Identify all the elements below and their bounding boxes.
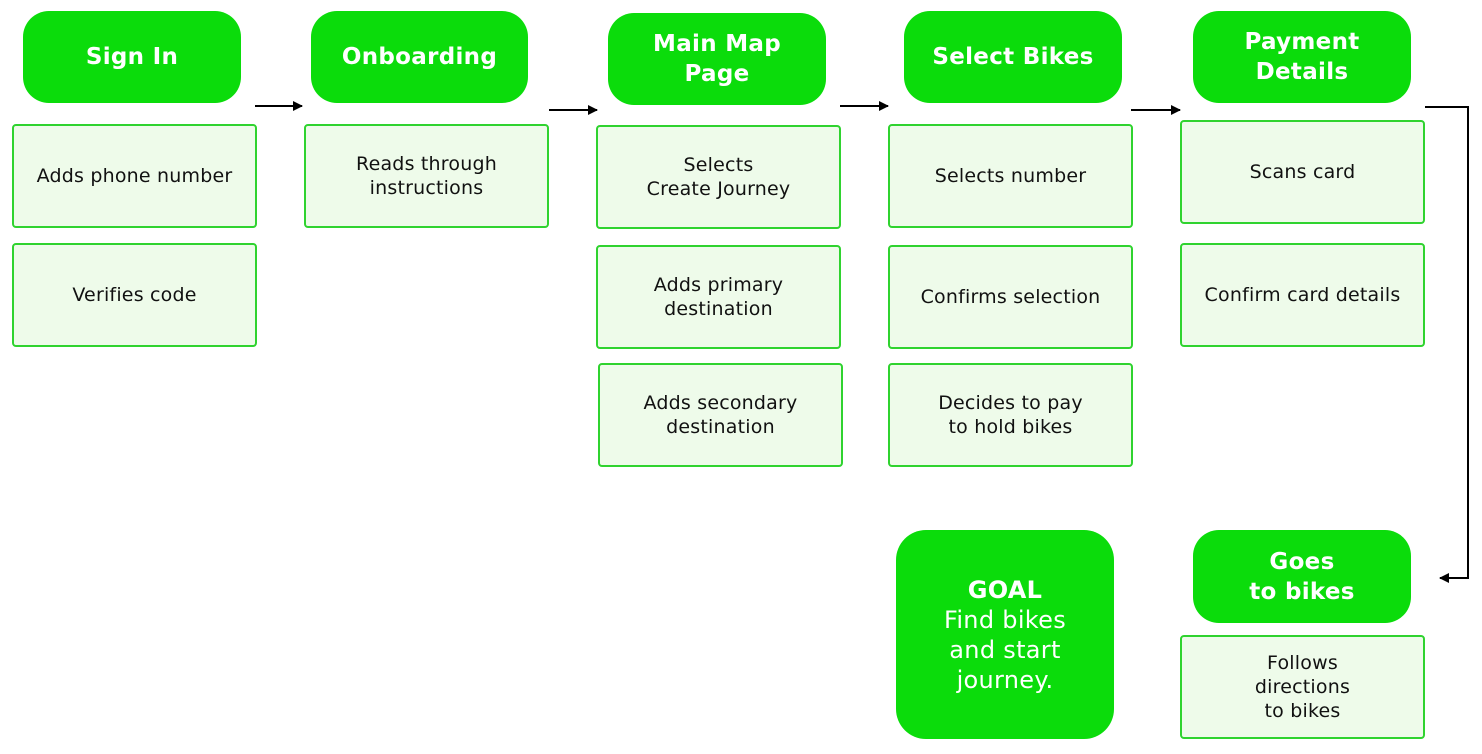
step-adds-phone-number: Adds phone number: [12, 124, 257, 228]
stage-goes-to-bikes: Goes to bikes: [1193, 530, 1411, 623]
step-adds-primary-destination: Adds primary destination: [596, 245, 841, 349]
step-follows-directions: Follows directions to bikes: [1180, 635, 1425, 739]
step-decides-to-pay: Decides to pay to hold bikes: [888, 363, 1133, 467]
arrow-payment-to-goes-to-bikes: [1425, 106, 1469, 583]
stage-payment-details: Payment Details: [1193, 11, 1411, 103]
step-reads-instructions: Reads through instructions: [304, 124, 549, 228]
step-scans-card: Scans card: [1180, 120, 1425, 224]
stage-main-map-page: Main Map Page: [608, 13, 826, 105]
step-adds-secondary-destination: Adds secondary destination: [598, 363, 843, 467]
stage-onboarding: Onboarding: [311, 11, 528, 103]
step-confirms-selection: Confirms selection: [888, 245, 1133, 349]
step-confirm-card-details: Confirm card details: [1180, 243, 1425, 347]
step-selects-create-journey: Selects Create Journey: [596, 125, 841, 229]
step-verifies-code: Verifies code: [12, 243, 257, 347]
goal-title: GOAL: [967, 575, 1043, 604]
stage-select-bikes: Select Bikes: [904, 11, 1122, 103]
step-selects-number: Selects number: [888, 124, 1133, 228]
goal-box: GOAL Find bikes and start journey.: [896, 530, 1114, 739]
goal-text: Find bikes and start journey.: [943, 605, 1066, 694]
stage-sign-in: Sign In: [23, 11, 241, 103]
